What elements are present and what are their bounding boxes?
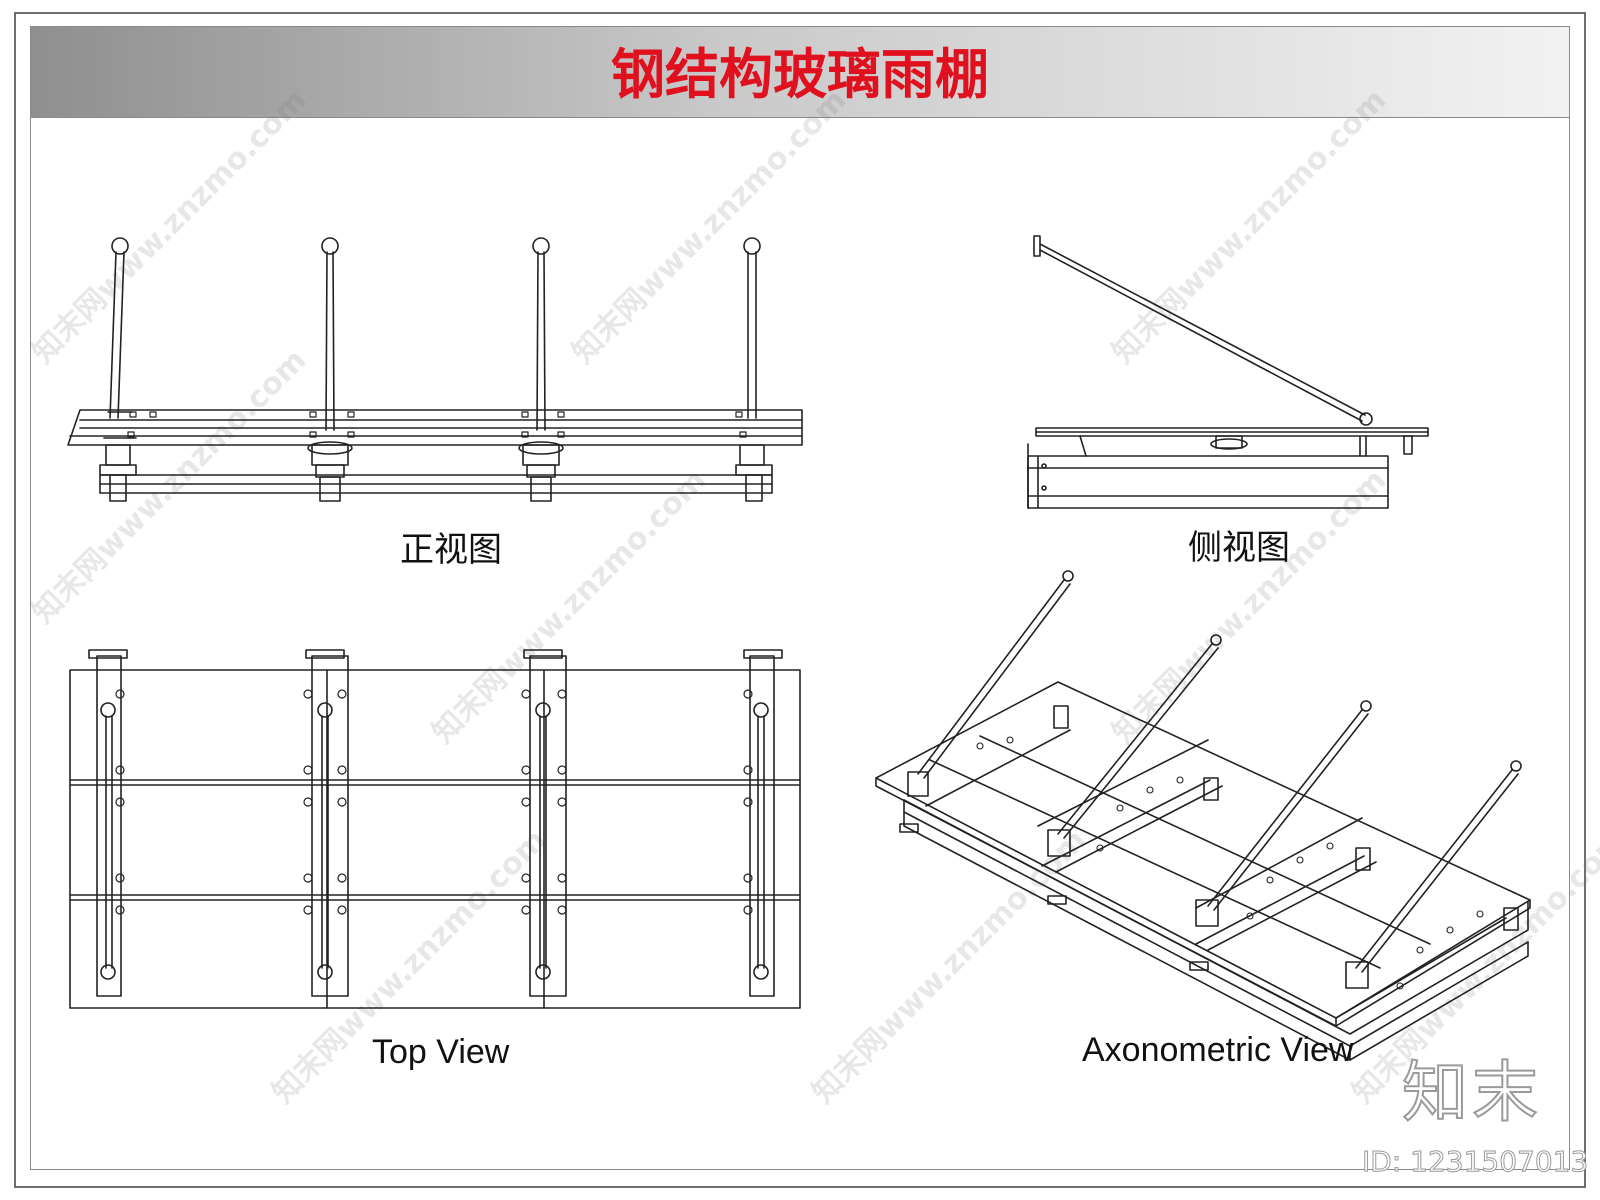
drawing-sheet-border <box>14 12 1586 1188</box>
drawing-inner-frame <box>30 26 1570 1170</box>
sheet-title: 钢结构玻璃雨棚 <box>611 43 989 106</box>
brand-logo: 知末 <box>1401 1054 1542 1131</box>
drawing-id: ID: 1231507013 <box>1361 1145 1589 1178</box>
top-view-label: Top View <box>372 1033 510 1071</box>
front-view-label: 正视图 <box>400 531 502 569</box>
side-view-label: 侧视图 <box>1188 529 1290 567</box>
top-view-drawing <box>69 649 801 1009</box>
axonometric-view-drawing <box>875 570 1531 1061</box>
side-view-drawing <box>1027 235 1429 509</box>
front-view-drawing <box>67 237 803 502</box>
axonometric-view-label: Axonometric View <box>1082 1031 1354 1069</box>
title-band <box>31 27 1569 118</box>
